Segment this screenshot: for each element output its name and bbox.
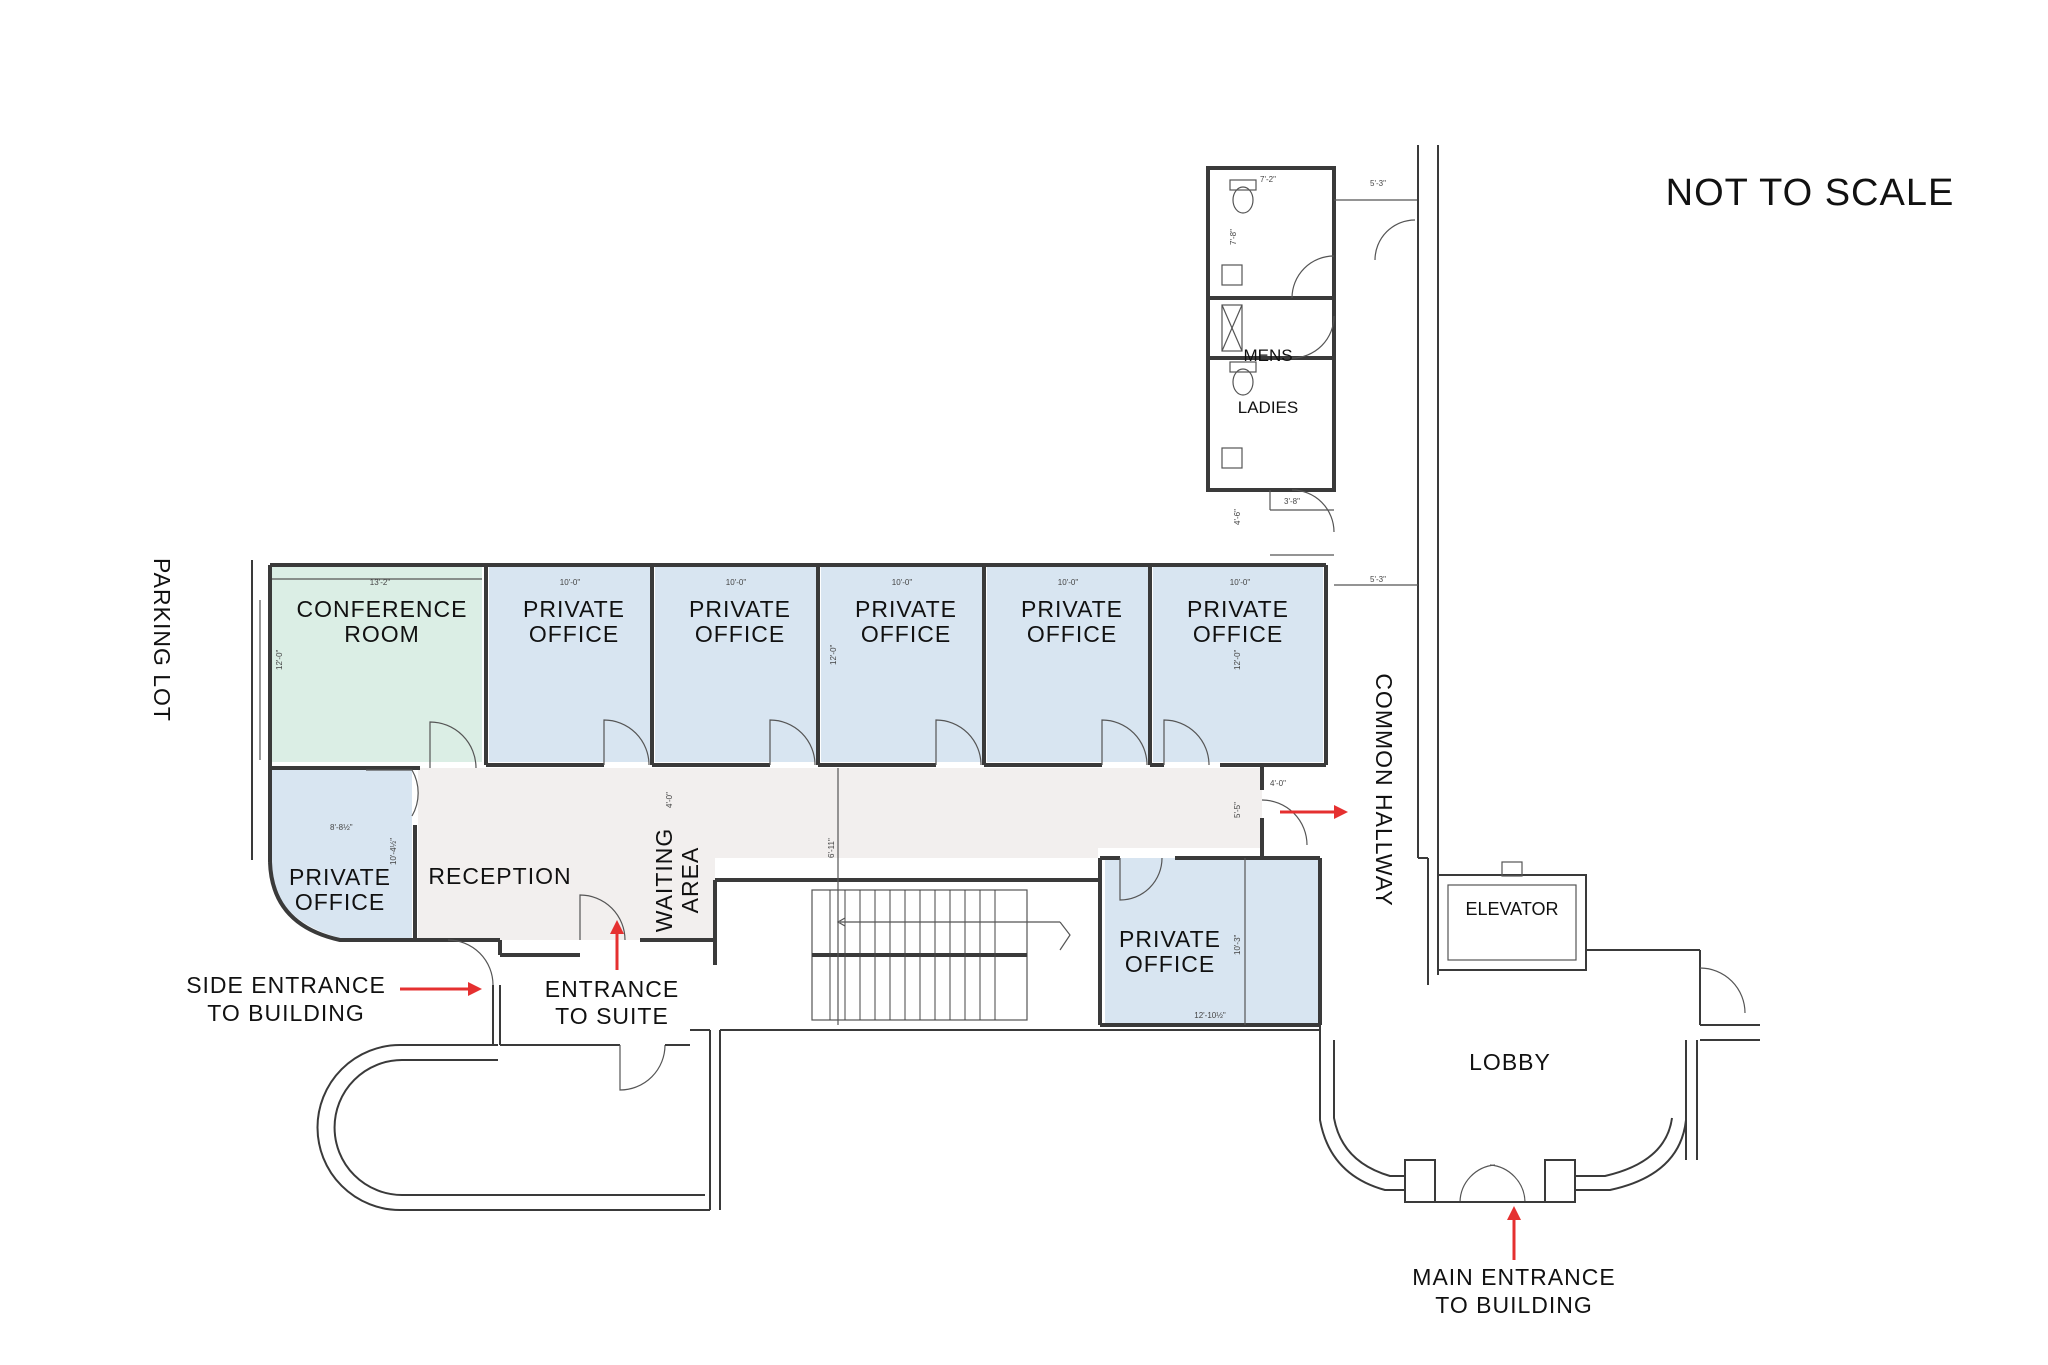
office-1-label-2: OFFICE <box>529 621 619 647</box>
common-hallway-label: COMMON HALLWAY <box>1371 673 1397 906</box>
main-entrance-label-1: MAIN ENTRANCE <box>1412 1264 1615 1290</box>
ramp-walls <box>316 939 1320 1211</box>
office-3-fill <box>821 567 983 762</box>
reception-label: RECEPTION <box>428 863 571 889</box>
stairs <box>811 889 1071 1021</box>
dim-wc-c: 3'-8" <box>1284 497 1300 506</box>
main-entrance-label-2: TO BUILDING <box>1435 1292 1593 1318</box>
waiting-area-label-1: WAITING <box>651 828 677 933</box>
dim-conference-width: 13'-2" <box>370 578 391 587</box>
dim-wc-d: 4'-6" <box>1233 509 1242 525</box>
conference-room-label-2: ROOM <box>344 621 420 647</box>
hallway-exit-arrowhead <box>1334 805 1348 819</box>
dim-office-5-width: 10'-0" <box>1230 578 1251 587</box>
elevator-label: ELEVATOR <box>1465 899 1558 919</box>
office-1-fill <box>489 567 651 762</box>
dimension-labels: 13'-2" 10'-0" 10'-0" 10'-0" 10'-0" 10'-0… <box>272 175 1386 1025</box>
bottom-office-fill <box>1105 858 1320 1024</box>
office-4-label-2: OFFICE <box>1027 621 1117 647</box>
dim-office-3-width: 10'-0" <box>892 578 913 587</box>
suite-entrance-arrowhead <box>610 920 624 934</box>
building-walls <box>1319 145 1760 1203</box>
office-3-label-2: OFFICE <box>861 621 951 647</box>
parking-lot-label: PARKING LOT <box>149 558 175 722</box>
room-fills <box>268 567 1323 1024</box>
office-5-label-1: PRIVATE <box>1187 596 1289 622</box>
suite-walls <box>251 560 1328 1027</box>
dim-exit-width: 4'-0" <box>1270 779 1286 788</box>
dim-wc-a: 7'-2" <box>1260 175 1276 184</box>
dim-hall-width: 6'-11" <box>827 838 836 858</box>
dim-office-4-width: 10'-0" <box>1058 578 1079 587</box>
side-office-label-1: PRIVATE <box>289 864 391 890</box>
dim-office-5-depth: 12'-0" <box>1233 649 1242 670</box>
side-office-fill <box>268 768 412 938</box>
dim-office-1-width: 10'-0" <box>560 578 581 587</box>
ladies-label: LADIES <box>1238 398 1298 417</box>
conference-room-label-1: CONFERENCE <box>296 596 467 622</box>
conference-room-fill <box>272 567 482 762</box>
not-to-scale-title: NOT TO SCALE <box>1666 172 1955 214</box>
dim-side-office-depth: 10'-4½" <box>389 838 398 865</box>
side-entrance-arrowhead <box>468 982 482 996</box>
dim-exit-depth: 5'-5" <box>1233 802 1242 818</box>
office-2-fill <box>655 567 817 762</box>
office-2-label-1: PRIVATE <box>689 596 791 622</box>
dim-office-2-width: 10'-0" <box>726 578 747 587</box>
dim-corridor-top: 5'-3" <box>1370 179 1386 188</box>
office-2-label-2: OFFICE <box>695 621 785 647</box>
side-office-label-2: OFFICE <box>295 889 385 915</box>
mens-label: MENS <box>1243 346 1292 365</box>
dim-corridor-mid: 5'-3" <box>1370 575 1386 584</box>
lobby-label: LOBBY <box>1469 1049 1551 1075</box>
corridor-fill <box>418 768 1262 940</box>
dim-side-office-width: 8'-8½" <box>330 823 353 832</box>
dim-waiting-depth: 4'-0" <box>665 792 674 808</box>
room-labels: CONFERENCE ROOM PRIVATE OFFICE PRIVATE O… <box>149 346 1559 1075</box>
office-3-label-1: PRIVATE <box>855 596 957 622</box>
dim-office-depth: 12'-0" <box>829 644 838 665</box>
waiting-area-label-2: AREA <box>677 847 703 914</box>
bottom-office-label-1: PRIVATE <box>1119 926 1221 952</box>
office-1-label-1: PRIVATE <box>523 596 625 622</box>
dim-wc-b: 7'-8" <box>1229 229 1238 245</box>
dim-bottom-office-depth: 10'-3" <box>1233 934 1242 955</box>
suite-entrance-label-1: ENTRANCE <box>545 976 680 1002</box>
office-5-label-2: OFFICE <box>1193 621 1283 647</box>
entrance-markers: SIDE ENTRANCE TO BUILDING ENTRANCE TO SU… <box>186 805 1615 1318</box>
suite-entrance-label-2: TO SUITE <box>555 1003 669 1029</box>
office-5-fill <box>1153 567 1323 762</box>
main-entrance-arrowhead <box>1507 1206 1521 1220</box>
doors <box>366 719 1308 941</box>
dim-conference-depth: 12'-0" <box>275 649 284 670</box>
restrooms <box>1206 166 1418 556</box>
side-entrance-label-2: TO BUILDING <box>207 1000 365 1026</box>
bottom-office-label-2: OFFICE <box>1125 951 1215 977</box>
side-entrance-label-1: SIDE ENTRANCE <box>186 972 386 998</box>
dim-bottom-office-width: 12'-10½" <box>1194 1011 1226 1020</box>
office-4-label-1: PRIVATE <box>1021 596 1123 622</box>
office-4-fill <box>987 567 1149 762</box>
